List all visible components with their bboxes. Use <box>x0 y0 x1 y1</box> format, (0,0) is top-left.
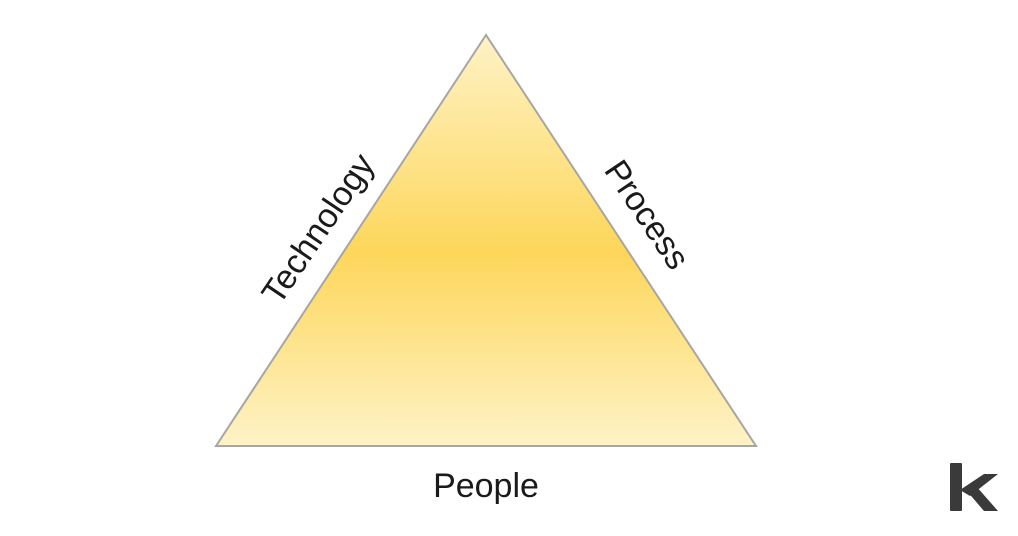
k-logo-icon <box>950 463 998 511</box>
people-label: People <box>433 467 539 505</box>
triangle-shape <box>214 33 758 447</box>
